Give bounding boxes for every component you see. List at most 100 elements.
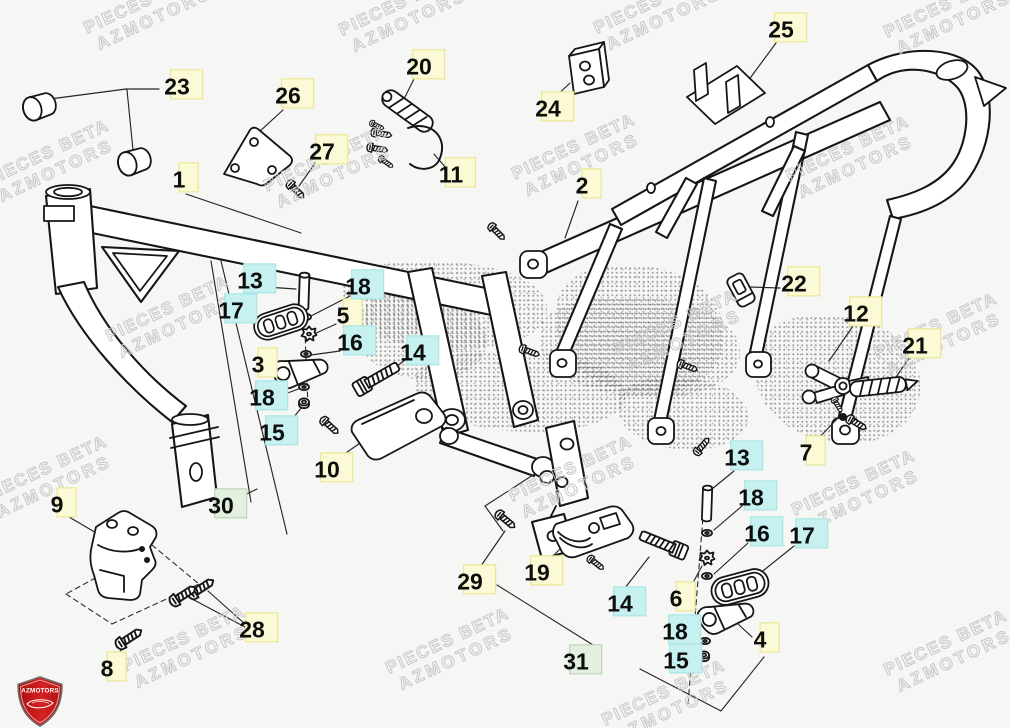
star-washer-6 [698, 549, 716, 566]
callout-16-left[interactable]: 16 [336, 325, 376, 356]
callout-number: 24 [535, 95, 561, 122]
callout-2[interactable]: 2 [575, 168, 602, 199]
mount-bracket-9 [89, 510, 158, 601]
logo-signature [26, 699, 54, 709]
callout-18-right-b[interactable]: 18 [661, 614, 701, 645]
callout-15-right[interactable]: 15 [662, 643, 702, 674]
callout-16-right[interactable]: 16 [743, 516, 783, 547]
callout-number: 17 [218, 297, 244, 324]
callout-7[interactable]: 7 [799, 435, 826, 466]
callout-number: 14 [400, 339, 426, 366]
bushing-23-a [19, 89, 60, 124]
screw-19 [584, 553, 607, 573]
callout-number: 18 [662, 618, 688, 645]
bolt-14-left [350, 358, 403, 398]
callout-28[interactable]: 28 [238, 612, 278, 643]
callout-number: 3 [251, 351, 265, 378]
callout-number: 2 [575, 172, 589, 199]
callout-number: 13 [724, 444, 750, 471]
callout-9[interactable]: 9 [50, 487, 77, 518]
callout-5[interactable]: 5 [336, 298, 363, 329]
callout-number: 7 [799, 439, 813, 466]
callout-number: 21 [902, 332, 928, 359]
callout-number: 27 [309, 138, 335, 165]
callout-11[interactable]: 11 [438, 157, 477, 188]
callout-number: 14 [607, 590, 633, 617]
callout-12[interactable]: 12 [842, 296, 882, 327]
screw-11-c [376, 153, 396, 171]
plate-10 [350, 391, 447, 461]
callout-19[interactable]: 19 [523, 555, 563, 586]
azmotors-logo: AZMOTORS [17, 676, 63, 727]
callout-31[interactable]: 31 [562, 644, 602, 675]
leader-lines [49, 42, 911, 662]
callout-number: 9 [50, 491, 64, 518]
callout-number: 25 [768, 16, 794, 43]
callout-18-left-a[interactable]: 18 [344, 269, 384, 300]
rubber-17-right [707, 565, 773, 609]
callout-number: 15 [259, 419, 285, 446]
bracket-25 [686, 62, 766, 125]
logo-text: AZMOTORS [21, 688, 59, 695]
callout-17-left[interactable]: 17 [217, 293, 257, 324]
callout-number: 15 [663, 647, 689, 674]
callout-number: 12 [843, 300, 869, 327]
callout-3[interactable]: 3 [251, 347, 278, 378]
callout-13-right[interactable]: 13 [723, 440, 763, 471]
callout-number: 18 [345, 273, 371, 300]
callout-number: 1 [172, 166, 186, 193]
washer-16-right [701, 572, 713, 580]
callout-number: 4 [753, 626, 767, 653]
callout-number: 8 [100, 655, 114, 682]
callout-1[interactable]: 1 [172, 162, 199, 193]
callout-number: 6 [669, 585, 683, 612]
callout-14-left[interactable]: 14 [399, 335, 439, 366]
callout-23[interactable]: 23 [163, 69, 203, 100]
callout-number: 19 [524, 559, 550, 586]
screw-10 [317, 414, 342, 438]
screw-frame-c [675, 357, 700, 375]
callout-15-left[interactable]: 15 [258, 415, 298, 446]
callout-17-right[interactable]: 17 [788, 518, 828, 549]
callout-number: 13 [237, 267, 263, 294]
screw-8 [112, 624, 146, 653]
callout-29[interactable]: 29 [456, 564, 496, 595]
callout-number: 18 [738, 484, 764, 511]
callout-number: 30 [208, 492, 234, 519]
frame-part-1 [43, 184, 590, 561]
callout-26[interactable]: 26 [274, 78, 314, 109]
callout-10[interactable]: 10 [313, 452, 353, 483]
callout-4[interactable]: 4 [753, 622, 780, 653]
callout-number: 29 [457, 568, 483, 595]
pin-13-right [700, 484, 714, 523]
screw-frame-a [485, 220, 509, 244]
bolt-11-b [365, 141, 390, 156]
ball-7 [839, 413, 847, 421]
group-30-boundary-lines [210, 260, 765, 712]
callout-20[interactable]: 20 [405, 49, 445, 80]
callout-13-left[interactable]: 13 [236, 263, 276, 294]
callout-6[interactable]: 6 [669, 581, 696, 612]
callout-number: 28 [239, 616, 265, 643]
callout-21[interactable]: 21 [901, 328, 941, 359]
bracket-11 [407, 125, 443, 170]
callout-number: 11 [438, 161, 464, 188]
callout-18-right-a[interactable]: 18 [737, 480, 777, 511]
callout-8[interactable]: 8 [100, 651, 127, 682]
callout-22[interactable]: 22 [780, 266, 820, 297]
callout-number: 16 [337, 329, 363, 356]
callout-24[interactable]: 24 [534, 91, 574, 122]
callout-number: 10 [314, 456, 340, 483]
callout-30[interactable]: 30 [207, 488, 247, 519]
callout-14-bottom[interactable]: 14 [606, 586, 646, 617]
washer-18-right-a [701, 529, 713, 537]
callout-25[interactable]: 25 [767, 12, 807, 43]
callout-18-left-b[interactable]: 18 [248, 380, 288, 411]
callout-number: 26 [275, 82, 301, 109]
callout-number: 23 [164, 73, 190, 100]
screw-frame-d [691, 434, 713, 458]
callout-27[interactable]: 27 [308, 134, 348, 165]
nut-15-left [298, 397, 310, 410]
